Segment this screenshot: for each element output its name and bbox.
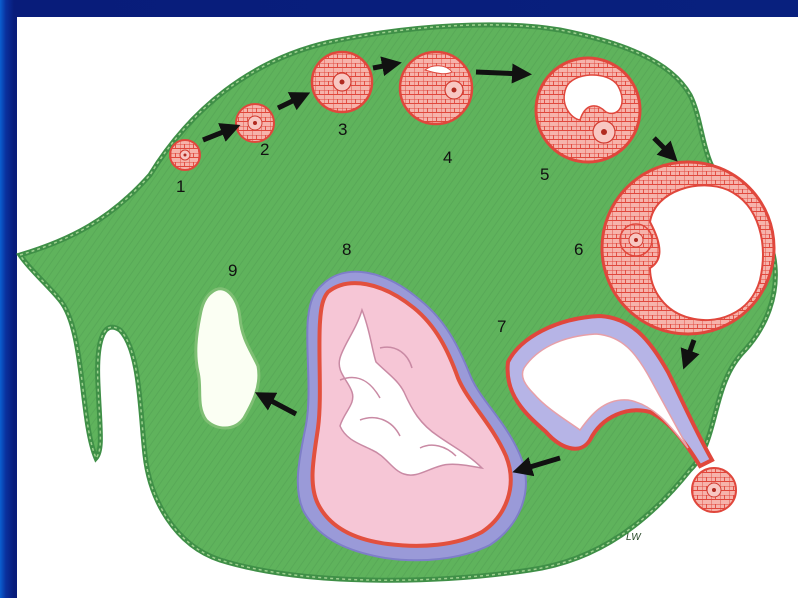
label-6: 6 <box>574 240 583 259</box>
label-2: 2 <box>260 140 269 159</box>
label-4: 4 <box>443 148 452 167</box>
label-7: 7 <box>497 317 506 336</box>
artist-signature: LW <box>626 532 642 543</box>
primary-follicle <box>236 104 274 142</box>
released-oocyte <box>692 468 736 512</box>
label-1: 1 <box>176 177 185 196</box>
secondary-follicle <box>312 52 372 112</box>
antral-follicle <box>536 58 640 162</box>
label-8: 8 <box>342 240 351 259</box>
arrow-4-5 <box>476 72 524 74</box>
early-antral-follicle <box>400 52 472 124</box>
mature-graafian-follicle <box>602 162 774 334</box>
label-9: 9 <box>228 261 237 280</box>
primordial-follicle <box>170 140 200 170</box>
label-3: 3 <box>338 120 347 139</box>
label-5: 5 <box>540 165 549 184</box>
